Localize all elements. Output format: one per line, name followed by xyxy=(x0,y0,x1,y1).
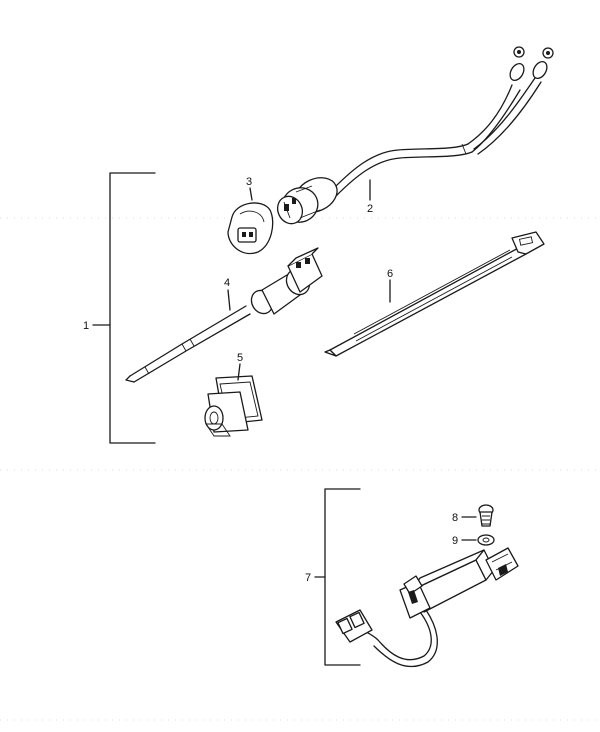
callout-3: 3 xyxy=(246,176,252,188)
part-8-screw xyxy=(461,504,494,527)
callout-7: 7 xyxy=(305,572,311,584)
callout-5: 5 xyxy=(237,352,243,364)
group-bracket-1 xyxy=(92,172,156,444)
callout-9: 9 xyxy=(452,535,458,547)
part-9-washer xyxy=(461,534,495,546)
part-3-connector-cap xyxy=(227,187,274,255)
part-7-switch-assembly xyxy=(335,547,519,668)
callout-8: 8 xyxy=(452,512,458,524)
callout-6: 6 xyxy=(387,268,393,280)
part-2-lead-wire xyxy=(276,46,554,225)
callout-1: 1 xyxy=(83,320,89,332)
part-6-cable-tie xyxy=(324,231,545,357)
part-4-sensor-probe xyxy=(125,247,323,383)
group-bracket-7 xyxy=(314,488,361,666)
callout-4: 4 xyxy=(224,277,230,289)
callout-2: 2 xyxy=(367,203,373,215)
part-5-grommet xyxy=(204,363,263,437)
